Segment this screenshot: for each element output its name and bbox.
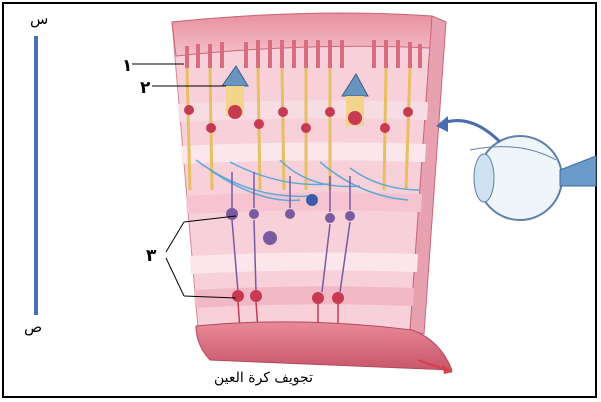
label-three: ٣ [146,246,156,266]
eye-illustration [470,136,596,220]
label-one: ١ [122,56,132,76]
axis-bottom-label: ص [24,318,42,336]
caption-eye-cavity: تجويف كرة العين [214,370,313,386]
horizontal-cell [306,194,318,206]
eye-arrow [436,116,500,142]
label-two: ٢ [140,78,150,98]
axis-top-label: س [30,10,48,28]
